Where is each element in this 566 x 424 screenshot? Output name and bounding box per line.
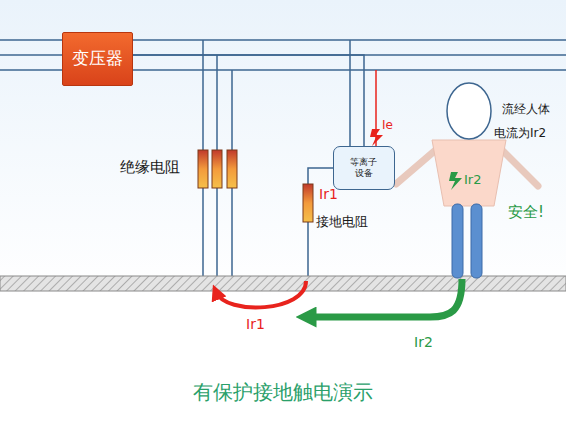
- current-label: Ie: [382, 118, 393, 132]
- current-label: Ir1: [246, 316, 265, 333]
- current-label: Ir2: [464, 172, 481, 188]
- device-box: 等离子设备: [333, 146, 395, 190]
- note-text: 流经人体: [502, 102, 550, 116]
- node-text: 等离子设备: [350, 157, 379, 180]
- node-text: 变压器: [72, 48, 123, 69]
- transformer-box: 变压器: [62, 32, 133, 86]
- current-label: Ir1: [319, 186, 338, 203]
- lightning-symbol: [370, 129, 383, 146]
- lightning-symbol: [449, 172, 462, 190]
- part-label: 接地电阻: [316, 214, 368, 230]
- diagram-title: 有保护接地触电演示: [193, 380, 373, 404]
- current-arrow: [216, 281, 306, 308]
- wire-connector: [133, 55, 364, 146]
- note-text: 电流为Ir2: [494, 126, 546, 140]
- part-label: 绝缘电阻: [120, 158, 180, 176]
- current-label: Ir2: [414, 334, 433, 351]
- ground-band: [0, 276, 566, 291]
- resistor-symbol: [198, 150, 313, 222]
- current-arrow: [306, 279, 462, 317]
- status-text: 安全!: [508, 203, 544, 221]
